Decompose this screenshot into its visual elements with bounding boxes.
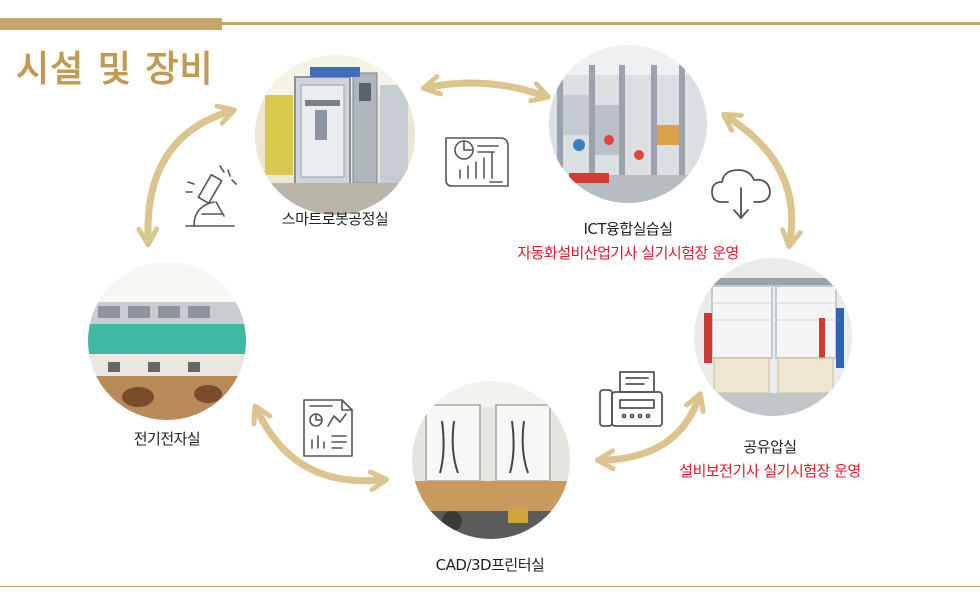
header-accent-bar — [0, 18, 222, 30]
header-rule — [222, 22, 980, 25]
room-label-cad-3d-printer: CAD/3D프린터실 — [435, 556, 545, 574]
arrow-hydraulic-cad — [604, 400, 698, 460]
report-chart-icon — [445, 137, 509, 187]
analytics-document-icon — [303, 399, 353, 457]
room-label-ict: ICT융합실습실 — [583, 220, 673, 238]
arrow-electric-robot — [148, 112, 228, 238]
arrow-ict-hydraulic — [729, 118, 792, 240]
room-label-hydraulic: 공유압실 — [743, 438, 797, 456]
room-note-hydraulic: 설비보전기사 실기시험장 운영 — [679, 462, 861, 480]
arrow-robot-ict — [430, 83, 542, 95]
cloud-download-icon — [711, 169, 771, 219]
footer-rule — [0, 586, 980, 587]
ict-lab-photo — [549, 45, 707, 203]
fax-machine-icon — [599, 371, 663, 427]
arrow-cad-electric — [258, 412, 380, 481]
room-label-smart-robot: 스마트로봇공정실 — [281, 210, 389, 228]
room-note-ict: 자동화설비산업기사 실기시험장 운영 — [517, 244, 739, 262]
page-title: 시설 및 장비 — [16, 49, 214, 90]
room-label-electric-electronics: 전기전자실 — [133, 430, 201, 448]
microscope-icon — [185, 165, 237, 227]
cad-3d-printer-room-photo — [412, 381, 570, 539]
smart-robot-room-photo — [255, 55, 415, 215]
hydraulic-room-photo — [694, 258, 852, 416]
electric-electronics-room-photo — [88, 262, 246, 420]
